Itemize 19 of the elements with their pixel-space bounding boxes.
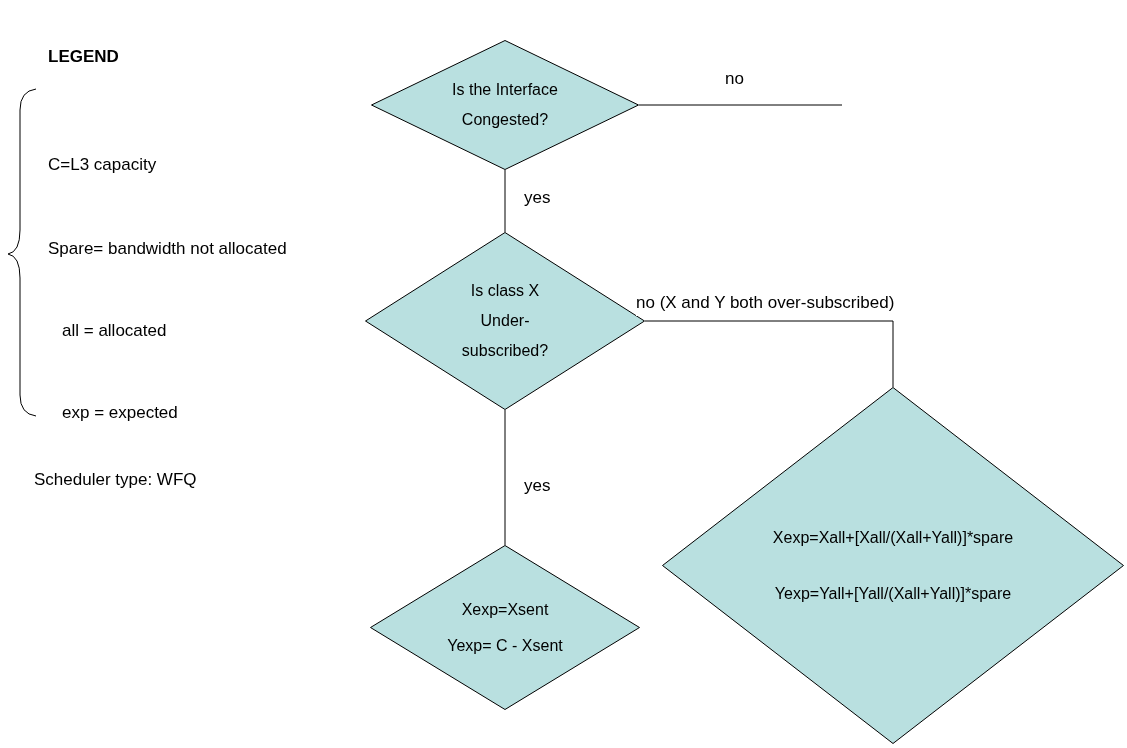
- connector-line: [504, 409, 506, 546]
- diamond-text: Xexp=Xall+[Xall/(Xall+Yall)]*spare: [772, 527, 1014, 548]
- diamond-text: Yexp= C - Xsent: [447, 635, 563, 656]
- decision-diamond: [662, 387, 1124, 744]
- legend-heading: LEGEND: [48, 46, 119, 68]
- diamond-text: Xexp=Xsent: [461, 599, 549, 620]
- connector-line: [638, 104, 843, 106]
- decision-diamond: [371, 40, 639, 170]
- diamond-text: Is class X Under-subscribed?: [460, 281, 550, 361]
- legend-note: Scheduler type: WFQ: [34, 469, 197, 491]
- connector-line: [644, 320, 894, 388]
- diamond-text: Yexp=Yall+[Yall/(Xall+Yall)]*spare: [774, 583, 1012, 604]
- legend-note: exp = expected: [62, 402, 178, 424]
- legend-note: all = allocated: [62, 320, 167, 342]
- connector-line: [504, 169, 506, 233]
- diamond-text: Is the Interface Congested?: [451, 80, 559, 130]
- legend-note: C=L3 capacity: [48, 154, 157, 176]
- legend-note: Spare= bandwidth not allocated: [48, 238, 287, 260]
- decision-diamond: [370, 545, 640, 710]
